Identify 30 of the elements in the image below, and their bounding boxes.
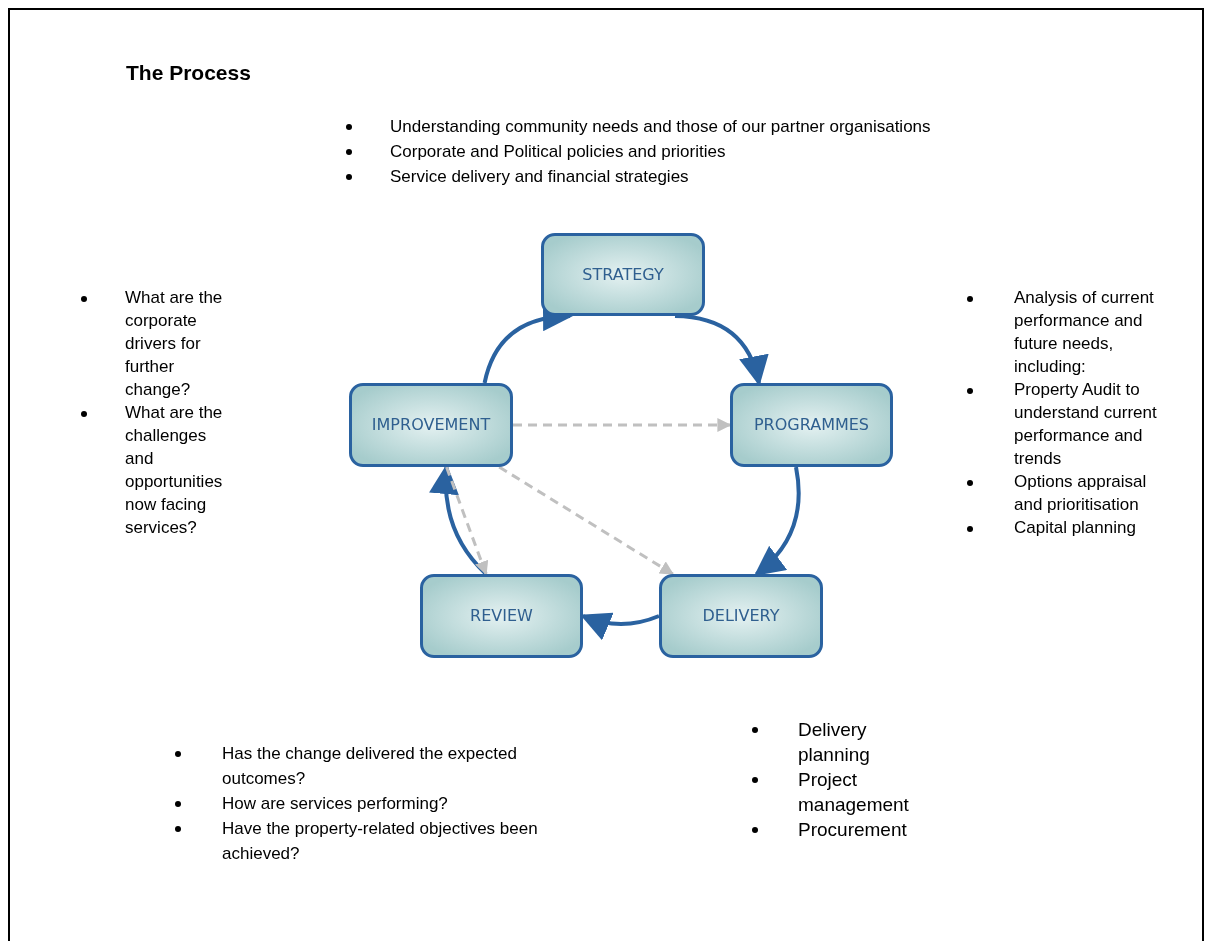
process-box <box>420 574 583 658</box>
process-box <box>349 383 513 467</box>
bullet-text: Have the property-related objectives been achieved? <box>222 818 539 865</box>
arrow <box>754 466 801 576</box>
bullet-text: What are the corporate drivers for further change? <box>125 287 224 401</box>
bullet-text: Procurement <box>798 818 908 842</box>
bullet-text: Understanding community needs and those of our partner organisations <box>390 116 932 138</box>
bullet-text: Delivery planning <box>798 718 871 767</box>
bullet-text: What are the challenges and opportunities now facing services? <box>125 402 224 539</box>
dashed-arrow <box>445 466 489 576</box>
bullet-text: Corporate and Political policies and priorities <box>390 141 727 163</box>
title: The Process <box>126 60 251 86</box>
process-box <box>541 233 705 316</box>
box-label: PROGRAMMES <box>753 414 869 436</box>
bullet-text: Service delivery and financial strategies <box>390 166 690 188</box>
bullet-text: Has the change delivered the expected outcomes? <box>222 743 518 790</box>
bullet-text: Options appraisal and prioritisation <box>1014 471 1148 516</box>
bullet-text: Project management <box>798 768 910 817</box>
dashed-arrow <box>498 465 674 576</box>
process-box <box>730 383 893 467</box>
process-box <box>659 574 823 658</box>
bullet-text: How are services performing? <box>222 793 449 815</box>
box-label: STRATEGY <box>582 263 664 286</box>
dashed-arrow <box>513 418 732 432</box>
bullet-text: Capital planning <box>1014 517 1137 539</box>
bullet-text: Analysis of current performance and future needs, including: <box>1014 287 1155 378</box>
box-label: REVIEW <box>470 605 533 627</box>
box-label: DELIVERY <box>702 605 780 627</box>
box-label: IMPROVEMENT <box>371 414 491 436</box>
bullet-text: Property Audit to understand current performance and trends <box>1014 379 1158 470</box>
